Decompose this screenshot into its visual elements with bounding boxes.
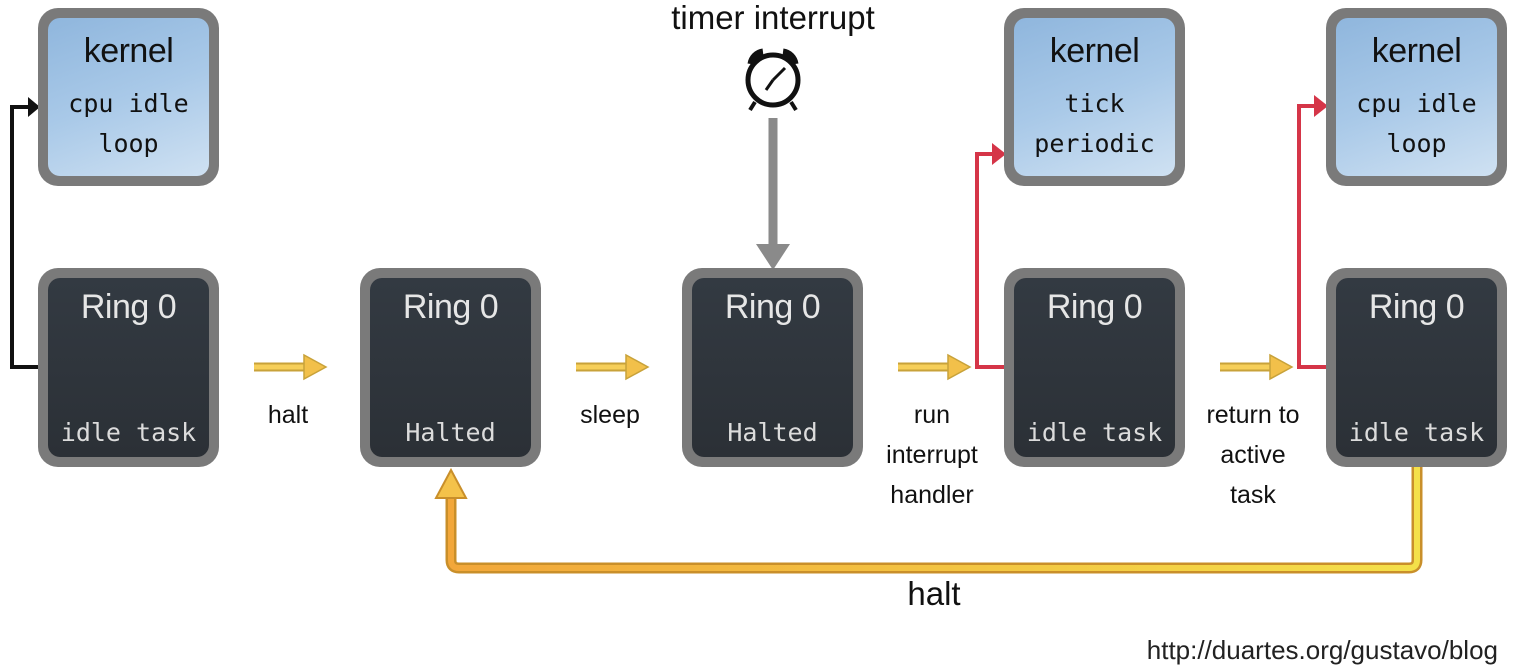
transition-label-sleep: sleep <box>580 401 640 429</box>
ring-box-idle-task: Ring 0 idle task <box>38 268 219 467</box>
ring-title: Ring 0 <box>402 288 499 326</box>
ring-box-halted: Ring 0 Halted <box>360 268 541 467</box>
ring-state: idle task <box>1348 418 1485 447</box>
ring-box-idle-task-handler: Ring 0 idle task <box>1004 268 1185 467</box>
kernel-title: kernel <box>83 32 174 70</box>
ring-title: Ring 0 <box>1046 288 1143 326</box>
transition-arrow-1 <box>254 353 328 381</box>
tick-connector <box>975 152 1008 369</box>
cpu-idle-return-arrowhead <box>1314 95 1328 117</box>
ring-title: Ring 0 <box>724 288 821 326</box>
cpu-idle-return-connector <box>1297 104 1330 369</box>
ring-state: Halted <box>405 418 496 447</box>
halt-loop-label: halt <box>907 575 961 612</box>
ring-state: idle task <box>60 418 197 447</box>
tick-arrowhead <box>992 143 1006 165</box>
transition-arrow-4 <box>1220 353 1294 381</box>
timer-interrupt-label: timer interrupt <box>671 0 875 36</box>
transition-label-halt: halt <box>267 401 309 429</box>
halt-loop-arrowhead <box>434 467 468 499</box>
cpu-idle-connector <box>10 105 40 369</box>
timer-interrupt-arrowhead <box>756 244 790 270</box>
kernel-title: kernel <box>1371 32 1462 70</box>
transition-arrow-2 <box>576 353 650 381</box>
cpu-idle-arrowhead <box>28 97 40 117</box>
ring-title: Ring 0 <box>1368 288 1465 326</box>
ring-box-idle-task-return: Ring 0 idle task <box>1326 268 1507 467</box>
halt-loop-arrow <box>448 466 1420 571</box>
ring-state: idle task <box>1026 418 1163 447</box>
kernel-title: kernel <box>1049 32 1140 70</box>
footer-url[interactable]: http://duartes.org/gustavo/blog <box>1146 635 1498 665</box>
ring-state: Halted <box>727 418 818 447</box>
ring-title: Ring 0 <box>80 288 177 326</box>
ring-box-halted-interrupted: Ring 0 Halted <box>682 268 863 467</box>
alarm-clock-icon <box>745 48 801 112</box>
transition-arrow-3 <box>898 353 972 381</box>
